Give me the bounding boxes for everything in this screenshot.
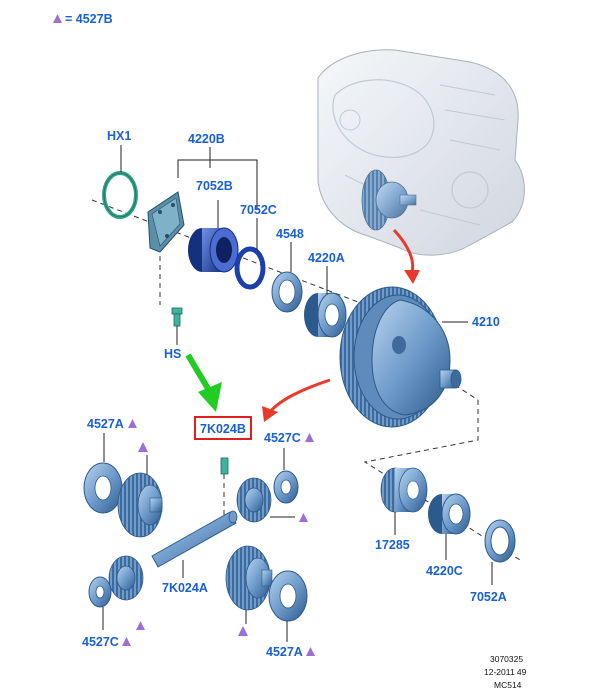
triangle-marker-icon (122, 637, 131, 646)
label-7052c: 7052C (240, 203, 277, 217)
bearing-4220a: 4220A (304, 251, 347, 338)
seal-7052a: 7052A (470, 519, 516, 604)
reference-line-2: 12-2011 49 (484, 667, 527, 677)
label-7052b: 7052B (196, 179, 233, 193)
reference-line-3: MC514 (494, 680, 522, 690)
triangle-marker-icon (305, 433, 314, 442)
axis-line-top (91, 199, 406, 321)
label-4527c-left: 4527C (82, 635, 119, 649)
triangle-marker-icon (299, 513, 308, 522)
red-arrow-housing-to-gear (392, 228, 420, 284)
bearing-4220c: 4220C (426, 493, 471, 578)
label-17285: 17285 (375, 538, 410, 552)
label-4527a-left: 4527A (87, 417, 124, 431)
washer-4548: 4548 (271, 227, 304, 313)
side-gear-left (117, 442, 163, 538)
transmission-housing (317, 49, 525, 256)
reference-block: 3070325 12-2011 49 MC514 (484, 654, 527, 690)
triangle-marker-icon (306, 647, 315, 656)
label-4220a: 4220A (308, 251, 345, 265)
label-7k024b: 7K024B (200, 422, 246, 436)
triangle-marker-icon (238, 626, 248, 636)
green-arrow (185, 353, 222, 412)
side-gear-right (225, 545, 273, 636)
label-7052a: 7052A (470, 590, 507, 604)
reference-line-1: 3070325 (490, 654, 523, 664)
highlight-7k024b: 7K024B (194, 416, 252, 440)
washer-4527c-right: 4527C (264, 431, 314, 504)
label-hx1: HX1 (107, 129, 131, 143)
pinion-gear-upper (236, 477, 308, 523)
label-4210: 4210 (472, 315, 500, 329)
shaft-7k024a: 7K024A (151, 510, 238, 595)
axis-line-output (454, 384, 479, 401)
label-4220b: 4220B (188, 132, 225, 146)
label-7k024a: 7K024A (162, 581, 208, 595)
ring-7052c: 7052C (234, 203, 277, 290)
red-arrow-to-7k024b (262, 378, 331, 422)
triangle-marker-icon (138, 442, 148, 452)
triangle-marker-icon (128, 419, 137, 428)
triangle-marker-icon (136, 621, 145, 630)
pin-7k024b (220, 457, 229, 520)
label-hs: HS (164, 347, 181, 361)
snap-ring-hx1: HX1 (102, 129, 138, 219)
triangle-marker-icon (53, 14, 62, 23)
label-4548: 4548 (276, 227, 304, 241)
legend-text: = 4527B (65, 12, 113, 26)
seal-7052b: 7052B (188, 179, 239, 273)
gear-17285: 17285 (375, 467, 428, 552)
label-4527a-bottom: 4527A (266, 645, 303, 659)
pinion-gear-lower-left (108, 555, 145, 630)
cover-plate-4220b: 4220B (147, 132, 258, 253)
label-4220c: 4220C (426, 564, 463, 578)
label-4527c-right: 4527C (264, 431, 301, 445)
legend: = 4527B (53, 12, 113, 26)
differential-4210: 4210 (339, 286, 500, 428)
washer-4527a-bottom: 4527A (266, 570, 315, 659)
washer-4527c-left: 4527C (82, 576, 131, 649)
bolt-hs: HS (164, 307, 183, 361)
